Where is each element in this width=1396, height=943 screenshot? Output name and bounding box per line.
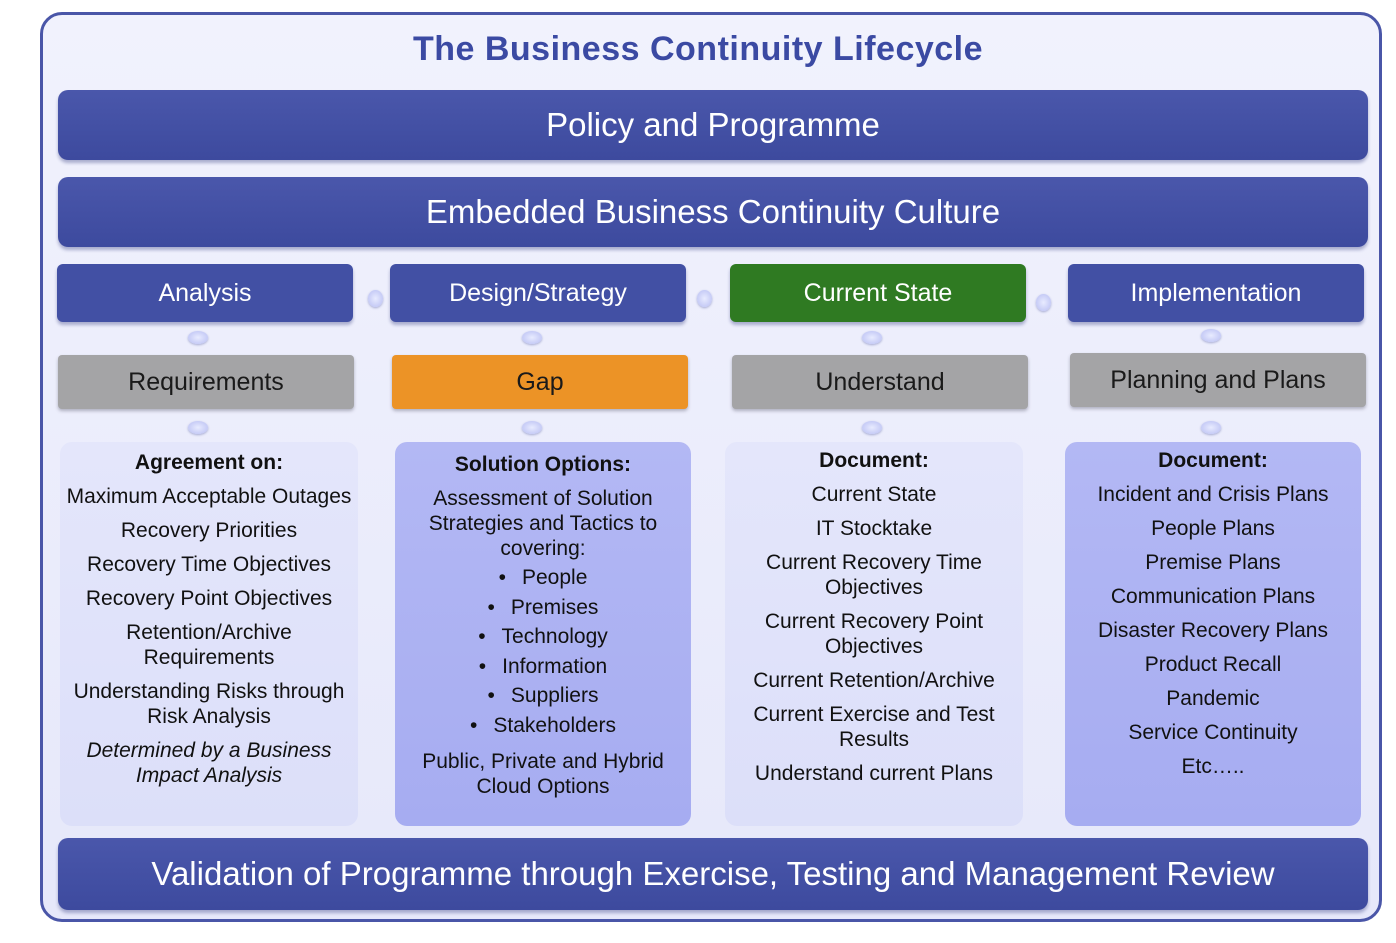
panel-item: People Plans [1151,517,1275,540]
panel-item: Service Continuity [1128,721,1298,744]
bullet-item: Technology [395,622,691,652]
connector-dot [862,331,882,344]
stage-understand: Understand [732,355,1028,409]
panel-heading: Document: [1158,449,1268,472]
panel-item: Etc….. [1181,755,1245,778]
panel-heading: Agreement on: [134,451,284,474]
panel-item: Current State [811,483,937,506]
stage-gap: Gap [392,355,688,409]
solution-bullet-list: People Premises Technology Information S… [395,563,691,740]
bullet-item: Premises [395,593,691,623]
panel-item: Premise Plans [1145,551,1281,574]
panel-intro: Assessment of Solution Strategies and Ta… [428,487,658,560]
panel-requirements: Agreement on: Maximum Acceptable Outages… [60,442,358,826]
panel-heading: Solution Options: [454,453,632,476]
panel-item: Understand current Plans [754,762,994,785]
bullet-item: Stakeholders [395,711,691,741]
panel-item: Understanding Risks through Risk Analysi… [73,680,345,728]
panel-item: Recovery Point Objectives [85,587,333,610]
stage-requirements: Requirements [58,355,354,409]
bar-validation: Validation of Programme through Exercise… [58,838,1368,910]
panel-item: Current Recovery Time Objectives [766,551,982,599]
phase-analysis: Analysis [57,264,353,322]
bullet-item: People [395,563,691,593]
connector-dot [522,331,542,344]
connector-dot [368,290,383,307]
panel-item: Product Recall [1144,653,1282,676]
panel-item: Incident and Crisis Plans [1097,483,1329,506]
panel-item: Pandemic [1166,687,1260,710]
phase-implementation: Implementation [1068,264,1364,322]
connector-dot [862,421,882,434]
panel-item: Maximum Acceptable Outages [66,485,352,508]
panel-item: Current Retention/Archive [753,669,995,692]
panel-understand: Document: Current State IT Stocktake Cur… [725,442,1023,826]
phase-design-strategy: Design/Strategy [390,264,686,322]
panel-solution-options: Solution Options: Assessment of Solution… [395,442,691,826]
panel-heading: Document: [819,449,929,472]
connector-dot [1201,329,1221,342]
panel-item: Recovery Time Objectives [87,553,331,576]
connector-dot [188,331,208,344]
diagram-title: The Business Continuity Lifecycle [412,30,984,68]
panel-item: Current Recovery Point Objectives [764,610,984,658]
phase-current-state: Current State [730,264,1026,322]
panel-item: Communication Plans [1110,585,1316,608]
bar-culture: Embedded Business Continuity Culture [58,177,1368,247]
panel-item: IT Stocktake [815,517,933,540]
bullet-item: Information [395,652,691,682]
panel-item: Retention/Archive Requirements [126,621,292,669]
connector-dot [697,290,712,307]
connector-dot [1036,294,1051,311]
connector-dot [1201,421,1221,434]
panel-item: Recovery Priorities [120,519,298,542]
panel-item: Disaster Recovery Plans [1098,619,1328,642]
bar-policy: Policy and Programme [58,90,1368,160]
stage-planning-and-plans: Planning and Plans [1070,353,1366,407]
panel-footer: Public, Private and Hybrid Cloud Options [422,750,664,798]
bullet-item: Suppliers [395,681,691,711]
panel-note: Determined by a Business Impact Analysis [86,739,332,787]
connector-dot [522,421,542,434]
connector-dot [188,421,208,434]
panel-item: Current Exercise and Test Results [753,703,995,751]
panel-planning-and-plans: Document: Incident and Crisis Plans Peop… [1065,442,1361,826]
